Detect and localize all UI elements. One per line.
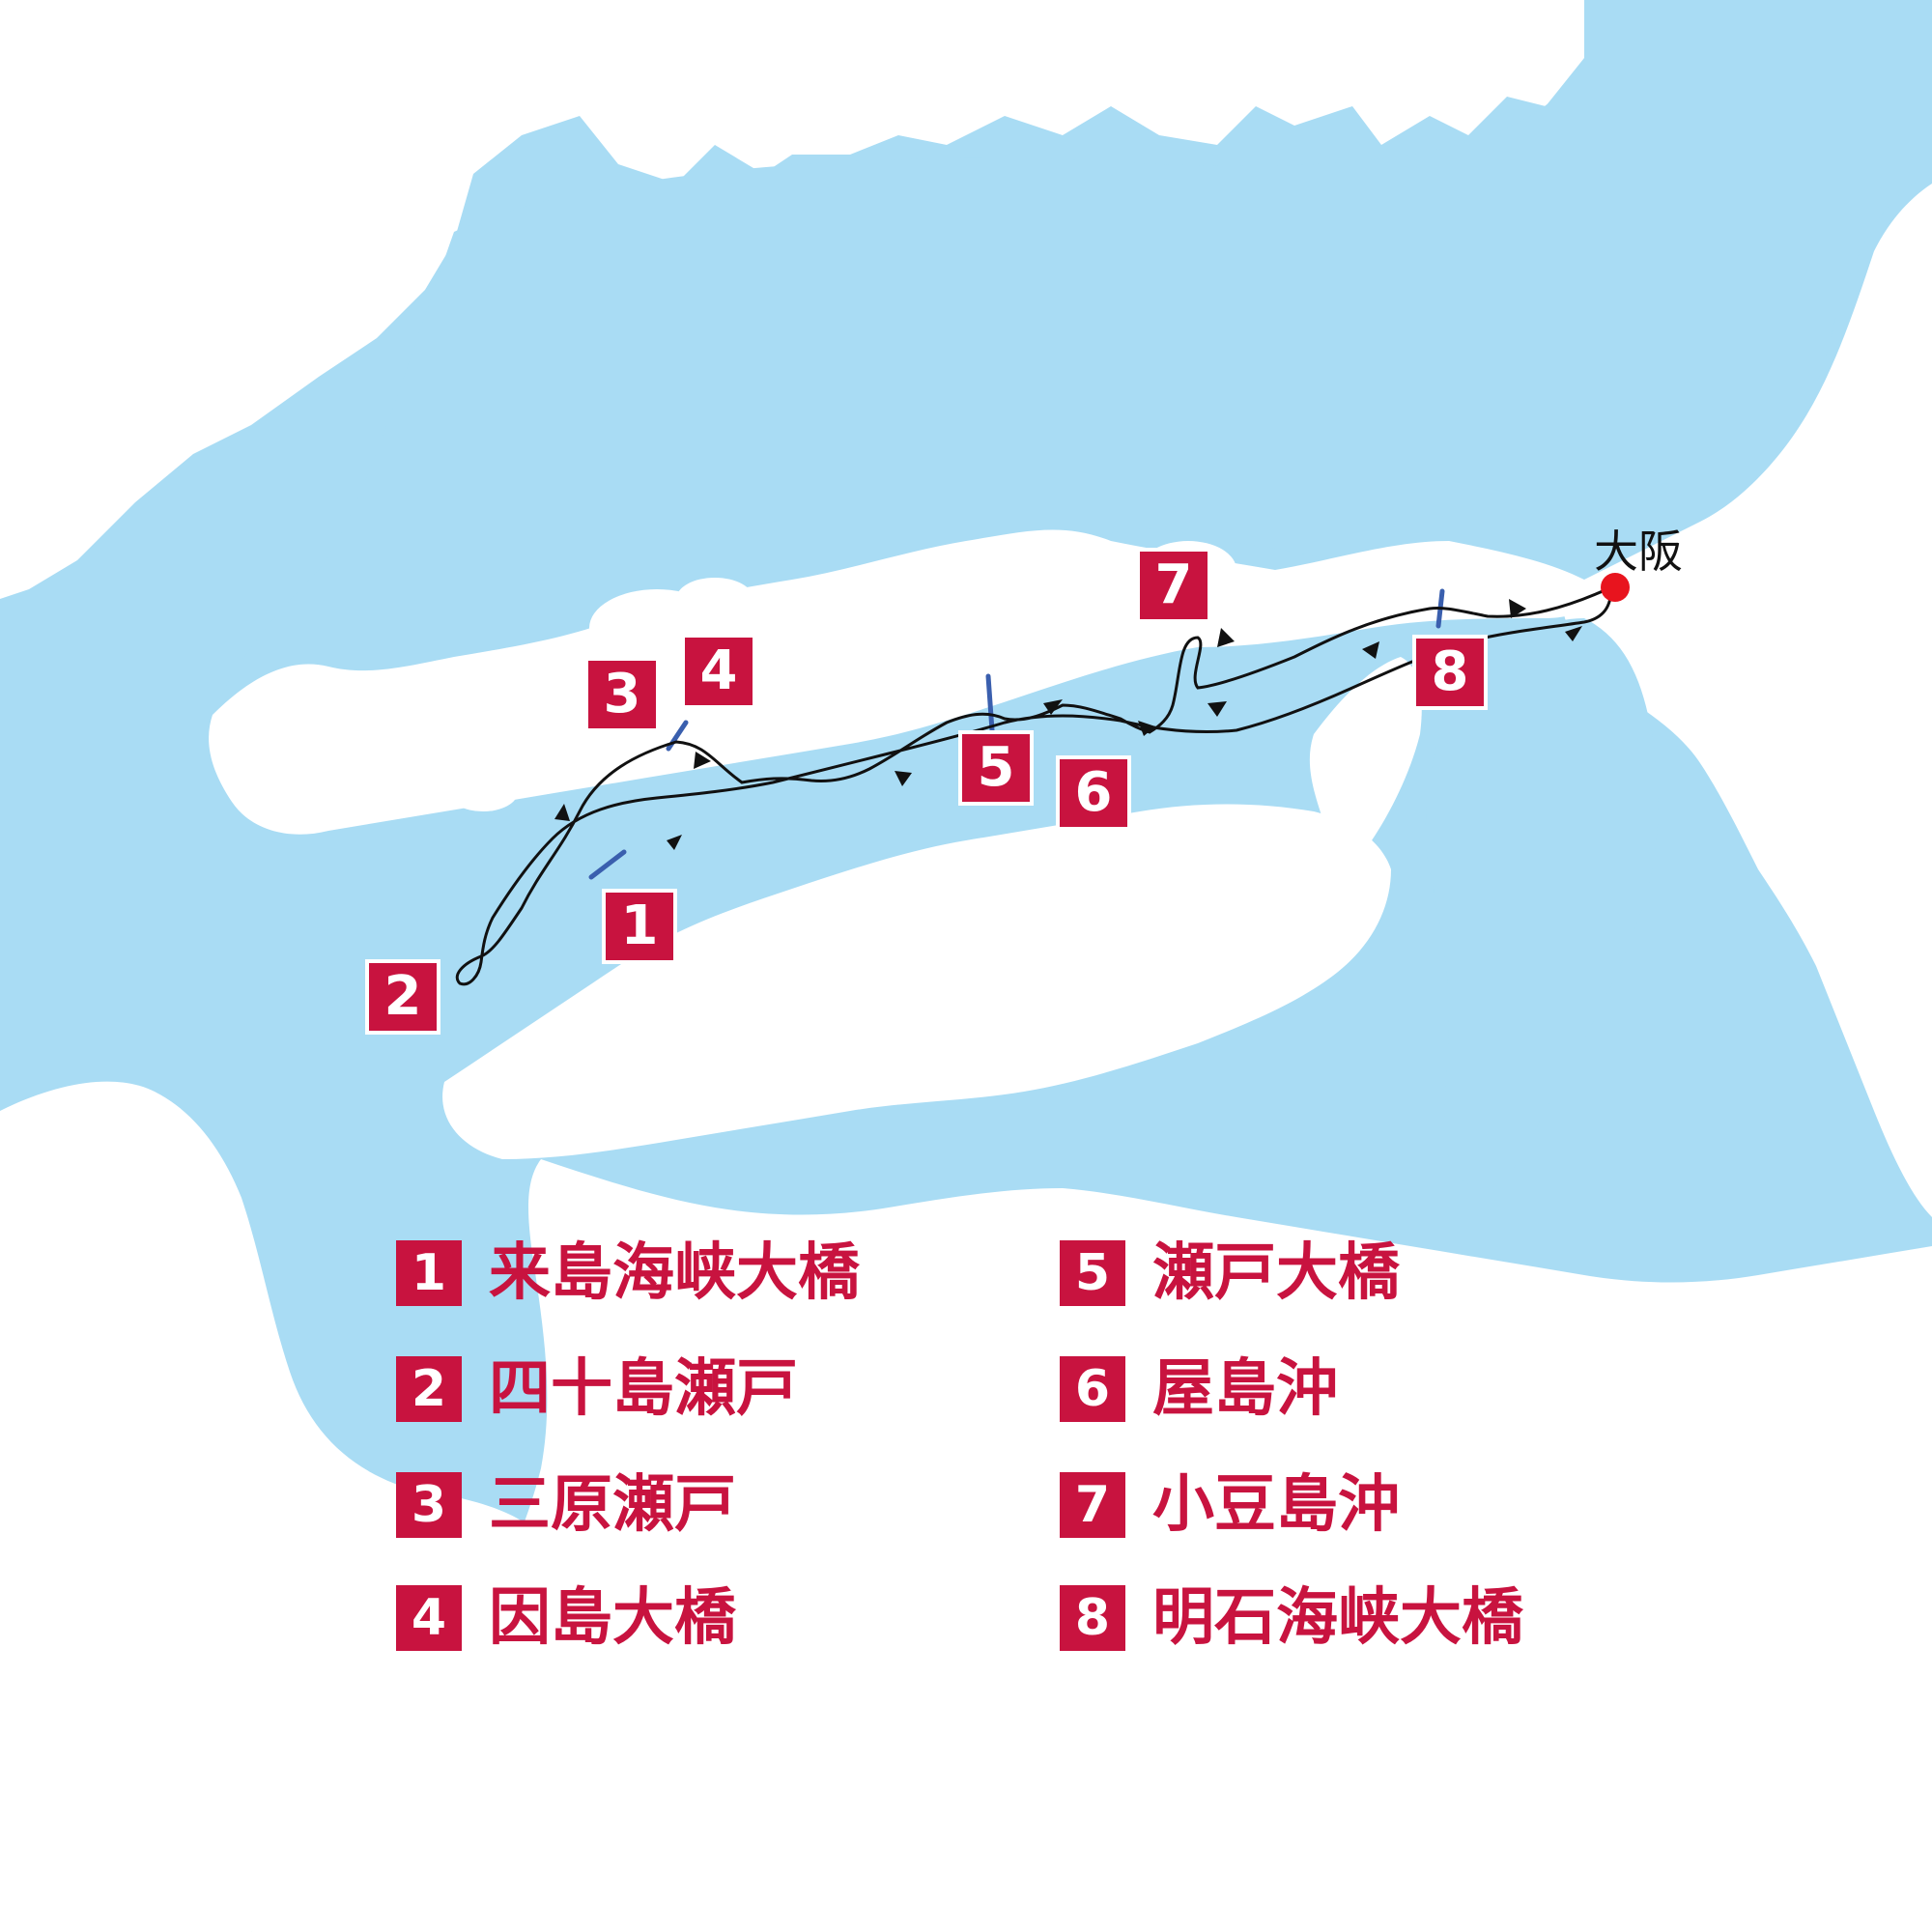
legend-label-7: 小豆島沖 [1152, 1469, 1400, 1541]
sea-north-bay [213, 0, 1932, 773]
arrow-8 [895, 771, 912, 786]
legend-num-1: 1 [396, 1240, 462, 1306]
sea-osaka-bay [1425, 618, 1659, 1189]
legend-item-8: 8 明石海峡大橋 [1060, 1584, 1523, 1652]
land-kansai [1563, 184, 1932, 1217]
legend-num-5: 5 [1060, 1240, 1125, 1306]
arrow-7 [1043, 699, 1063, 715]
legend-item-4: 4 因島大橋 [396, 1584, 736, 1652]
arrow-1 [1509, 599, 1526, 618]
city-dot-osaka [1601, 573, 1630, 602]
arrow-11 [554, 804, 570, 821]
legend-item-2: 2 四十島瀬戸 [396, 1355, 798, 1423]
arrow-5 [1208, 701, 1227, 717]
legend-num-7: 7 [1060, 1472, 1125, 1538]
marker-4: 4 [681, 634, 756, 709]
legend-item-1: 1 来島海峡大橋 [396, 1239, 860, 1307]
arrow-3 [1362, 641, 1379, 659]
land-awaji [1309, 657, 1422, 851]
legend-item-3: 3 三原瀬戸 [396, 1471, 736, 1539]
legend-item-7: 7 小豆島沖 [1060, 1471, 1400, 1539]
ferry-route [455, 585, 1613, 986]
legend-label-8: 明石海峡大橋 [1152, 1582, 1523, 1654]
arrow-10 [667, 835, 682, 850]
marker-7: 7 [1136, 548, 1211, 623]
marker-2: 2 [365, 959, 440, 1035]
arrow-9 [694, 752, 711, 769]
marker-5: 5 [958, 730, 1034, 806]
legend-label-3: 三原瀬戸 [489, 1469, 736, 1541]
arrow-4 [1217, 628, 1235, 647]
legend-num-2: 2 [396, 1356, 462, 1422]
land-shikoku [442, 804, 1391, 1159]
route-arrows [554, 599, 1582, 850]
bridge-kurushima [588, 849, 627, 880]
land-honshu [0, 0, 1932, 599]
marker-1: 1 [602, 889, 677, 964]
legend-label-6: 屋島沖 [1152, 1353, 1338, 1425]
legend-num-3: 3 [396, 1472, 462, 1538]
marker-6: 6 [1056, 755, 1131, 831]
legend-num-4: 4 [396, 1585, 462, 1651]
arrow-6 [1138, 721, 1155, 736]
land-south [251, 1159, 1932, 1932]
legend-item-6: 6 屋島沖 [1060, 1355, 1338, 1423]
marker-3: 3 [584, 657, 660, 732]
city-label-osaka: 大阪 [1594, 526, 1683, 578]
bridge-seto-ohashi [985, 673, 995, 733]
legend-num-8: 8 [1060, 1585, 1125, 1651]
marker-8: 8 [1412, 635, 1488, 710]
legend-item-5: 5 瀬戸大橋 [1060, 1239, 1400, 1307]
legend-label-2: 四十島瀬戸 [489, 1353, 798, 1425]
legend-label-5: 瀬戸大橋 [1152, 1237, 1400, 1309]
legend-num-6: 6 [1060, 1356, 1125, 1422]
route-outbound [455, 585, 1613, 986]
legend-label-1: 来島海峡大橋 [489, 1237, 860, 1309]
arrow-2 [1565, 626, 1582, 641]
legend-label-4: 因島大橋 [489, 1582, 736, 1654]
